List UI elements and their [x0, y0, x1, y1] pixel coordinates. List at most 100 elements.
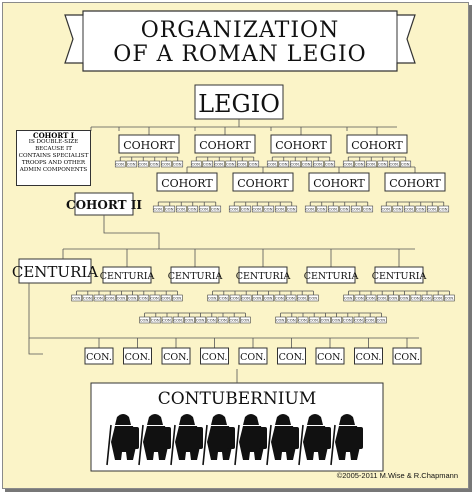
mini-con-label: CON.	[422, 297, 432, 301]
con-box	[392, 347, 422, 365]
mini-con-box	[438, 205, 450, 213]
mini-con-box	[160, 294, 172, 302]
centuria-label: CENTURIA	[236, 271, 291, 282]
mini-con-box	[150, 316, 162, 324]
mini-con-box	[275, 316, 286, 324]
mini-con-box	[353, 316, 365, 324]
centuria-box	[374, 266, 424, 284]
mini-con-label: CON.	[229, 319, 239, 323]
mini-con-box	[71, 294, 82, 302]
mini-con-label: CON.	[306, 208, 316, 212]
mini-con-box	[210, 205, 222, 213]
mini-con-label: CON.	[367, 163, 377, 167]
soldier-icon	[330, 414, 363, 466]
cohort-i-note-line: ADMIN COMPONENTS	[19, 167, 88, 173]
mini-con-box	[149, 160, 161, 168]
centuria-box	[238, 266, 288, 284]
cohort-i-note-line: CONTAINS SPECIALIST	[18, 153, 89, 159]
mini-con-box	[137, 160, 149, 168]
mini-con-box	[432, 294, 444, 302]
mini-con-label: CON.	[439, 208, 449, 212]
mini-con-label: CON.	[127, 163, 137, 167]
centuria-box	[102, 266, 152, 284]
mini-con-box	[229, 294, 241, 302]
mini-con-box	[410, 294, 422, 302]
mini-con-label: CON.	[139, 163, 149, 167]
mini-con-box	[198, 205, 210, 213]
mini-con-label: CON.	[117, 297, 127, 301]
mini-con-label: CON.	[230, 208, 240, 212]
mini-con-label: CON.	[128, 297, 138, 301]
mini-con-label: CON.	[276, 319, 286, 323]
mini-con-box	[274, 205, 286, 213]
mini-con-box	[252, 294, 263, 302]
mini-con-box	[399, 294, 410, 302]
mini-con-label: CON.	[192, 163, 202, 167]
mini-con-box	[160, 160, 172, 168]
mini-con-label: CON.	[393, 208, 403, 212]
title-line-1: ORGANIZATION	[141, 18, 340, 43]
mini-con-box	[376, 316, 387, 324]
mini-con-box	[240, 294, 252, 302]
con-box	[238, 347, 268, 365]
mini-con-label: CON.	[343, 319, 353, 323]
mini-con-label: CON.	[105, 297, 115, 301]
con-group: CON.CON.CON.CON.CON.CON.CON.CON.CON.	[28, 338, 422, 365]
mini-con-label: CON.	[241, 319, 251, 323]
mini-con-box	[114, 160, 126, 168]
mini-con-label: CON.	[116, 163, 126, 167]
cohort-i-note-title: COHORT I	[33, 131, 74, 140]
centuria-main-label: CENTURIA	[12, 263, 98, 281]
mini-con-label: CON.	[401, 163, 411, 167]
cohort-label: COHORT	[389, 177, 441, 190]
copyright-text: ©2005-2011 M.Wise & R.Chapmann	[336, 471, 458, 480]
mini-con-label: CON.	[211, 208, 221, 212]
mini-con-label: CON.	[218, 319, 228, 323]
cohort-label: COHORT	[161, 177, 213, 190]
mini-con-label: CON.	[161, 297, 171, 301]
mini-con-label: CON.	[352, 208, 362, 212]
mini-con-box	[285, 294, 297, 302]
legio-box	[194, 84, 284, 120]
soldier-icon	[266, 414, 299, 466]
mini-con-box	[263, 205, 275, 213]
mini-con-label: CON.	[355, 297, 365, 301]
mini-con-box	[104, 294, 116, 302]
legio-label: LEGIO	[198, 90, 280, 118]
mini-con-label: CON.	[230, 297, 240, 301]
con-box	[200, 347, 229, 365]
con-box	[277, 347, 306, 365]
con-box	[123, 347, 152, 365]
mini-con-box	[228, 316, 240, 324]
mini-con-box	[421, 294, 433, 302]
mini-con-label: CON.	[241, 208, 251, 212]
mini-con-box	[316, 205, 328, 213]
mini-con-box	[296, 294, 308, 302]
mini-con-label: CON.	[196, 319, 206, 323]
centuria-box	[306, 266, 356, 284]
con-label: CON.	[356, 352, 382, 363]
mini-con-label: CON.	[226, 163, 236, 167]
mini-con-label: CON.	[377, 297, 387, 301]
mini-con-label: CON.	[298, 319, 308, 323]
mini-con-box	[126, 160, 138, 168]
mini-con-box	[116, 294, 127, 302]
mini-con-label: CON.	[411, 297, 421, 301]
title-line-2: OF A ROMAN LEGIO	[113, 42, 366, 67]
mini-con-box	[172, 160, 184, 168]
mini-con-label: CON.	[400, 297, 410, 301]
mini-con-box	[286, 205, 298, 213]
mini-con-label: CON.	[219, 297, 229, 301]
mini-con-label: CON.	[317, 208, 327, 212]
cohort-label: COHORT	[123, 139, 175, 152]
mini-con-box	[342, 316, 354, 324]
mini-con-box	[207, 294, 218, 302]
mini-con-label: CON.	[275, 297, 285, 301]
mini-con-box	[149, 294, 161, 302]
mini-con-box	[206, 316, 218, 324]
mini-con-box	[138, 294, 150, 302]
mini-con-box	[175, 205, 187, 213]
cohort-label: COHORT	[351, 139, 403, 152]
mini-con-label: CON.	[139, 297, 149, 301]
